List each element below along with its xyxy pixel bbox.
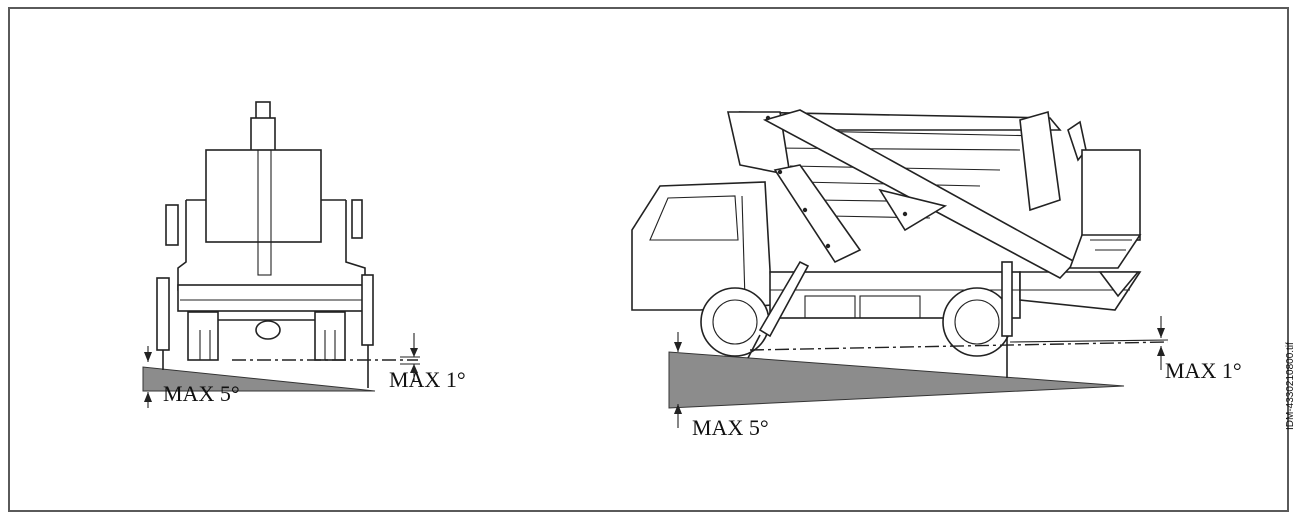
side-boom-tip [1019,110,1061,212]
front-max-slope-label: MAX 5° [163,381,240,406]
front-left-wheel [187,311,219,361]
front-max-level-label: MAX 1° [389,367,466,392]
side-front-wheel [700,287,770,357]
front-right-wheel [314,311,346,361]
front-differential [255,320,281,340]
front-boom-head [250,117,276,153]
front-cabin [205,149,322,243]
side-front-outrigger [758,260,810,338]
side-max-slope-label: MAX 5° [692,415,769,440]
figure-frame [8,7,1289,512]
front-ground-slope [142,366,376,392]
side-slope-dimension [674,332,682,428]
side-boom-bracket [878,188,948,232]
front-level-dimension [400,333,420,382]
side-cab-window [649,195,739,241]
side-basket [1081,149,1141,241]
front-mast [257,149,272,276]
front-left-outrigger [156,277,170,351]
side-level-line [749,341,1169,351]
front-bumper [177,284,366,312]
document-id: IDM-4330210800.tif [1285,342,1296,430]
side-rear-outrigger [1001,261,1013,337]
front-view-truck: MAX 5° MAX 1° [142,101,466,408]
front-right-outrigger [361,274,374,346]
side-cab [631,181,773,311]
side-max-level-label: MAX 1° [1165,358,1242,383]
front-right-mirror [351,199,363,239]
side-rear-step [1098,271,1140,298]
front-left-mirror [165,204,179,246]
side-ground-slope [668,351,1125,409]
front-slope-dimension [144,346,152,408]
side-lower-arm [773,164,862,264]
side-view-truck: MAX 5° MAX 1° [631,109,1242,440]
side-level-dimension [1157,316,1165,370]
